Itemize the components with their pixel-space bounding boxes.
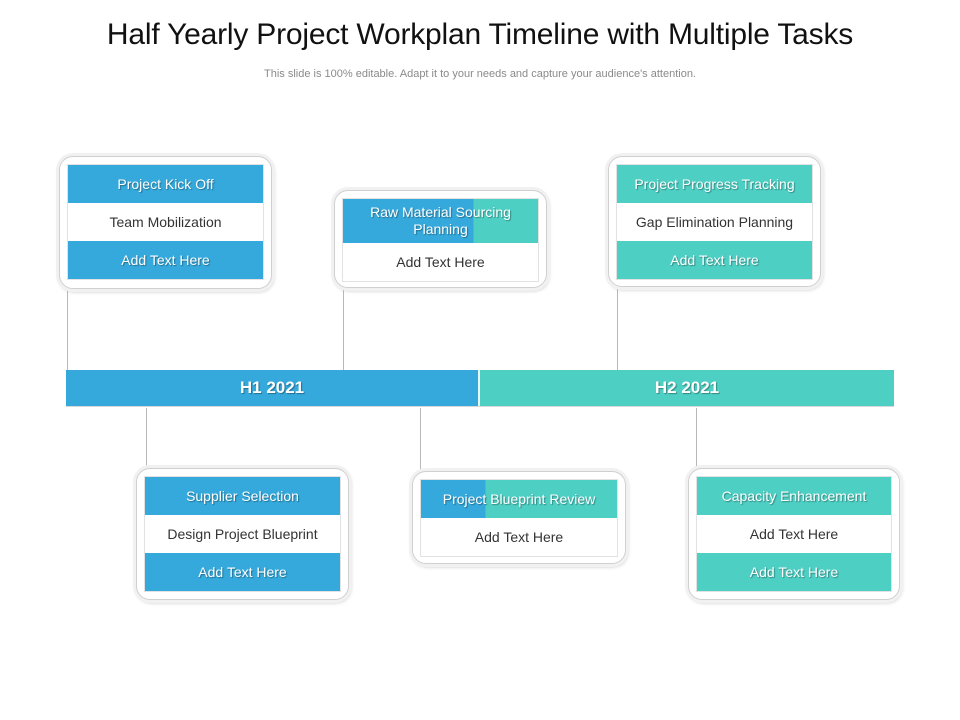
task-card-capacity-enhancement: Capacity Enhancement Add Text Here Add T… (688, 468, 900, 600)
task-header: Project Progress Tracking (617, 165, 812, 203)
connector-line (146, 408, 147, 470)
phase-h2: H2 2021 (480, 370, 894, 406)
task-card-supplier-selection: Supplier Selection Design Project Bluepr… (136, 468, 349, 600)
task-detail: Add Text Here (343, 243, 538, 281)
connector-line (343, 288, 344, 370)
task-header: Capacity Enhancement (697, 477, 891, 515)
task-header: Raw Material Sourcing Planning (343, 199, 538, 243)
task-footer: Add Text Here (697, 553, 891, 591)
task-card-body: Project Kick Off Team Mobilization Add T… (67, 164, 264, 280)
connector-line (67, 288, 68, 370)
task-detail: Add Text Here (421, 518, 617, 556)
task-card-project-kick-off: Project Kick Off Team Mobilization Add T… (59, 156, 272, 289)
slide-title: Half Yearly Project Workplan Timeline wi… (106, 18, 854, 51)
task-detail: Team Mobilization (68, 203, 263, 241)
connector-line (696, 408, 697, 470)
task-footer: Add Text Here (617, 241, 812, 279)
task-card-project-blueprint-review: Project Blueprint Review Add Text Here (412, 471, 626, 564)
task-detail: Add Text Here (697, 515, 891, 553)
task-header: Supplier Selection (145, 477, 340, 515)
task-card-body: Raw Material Sourcing Planning Add Text … (342, 198, 539, 282)
task-card-body: Project Progress Tracking Gap Eliminatio… (616, 164, 813, 280)
timeline-bar: H1 2021 H2 2021 (66, 370, 894, 407)
task-card-body: Supplier Selection Design Project Bluepr… (144, 476, 341, 592)
connector-line (420, 408, 421, 476)
task-header: Project Kick Off (68, 165, 263, 203)
phase-h1: H1 2021 (66, 370, 480, 406)
connector-line (617, 288, 618, 370)
task-card-raw-material-sourcing: Raw Material Sourcing Planning Add Text … (334, 190, 547, 288)
task-card-project-progress-tracking: Project Progress Tracking Gap Eliminatio… (608, 156, 821, 287)
task-detail: Design Project Blueprint (145, 515, 340, 553)
task-detail: Gap Elimination Planning (617, 203, 812, 241)
slide-subtitle: This slide is 100% editable. Adapt it to… (264, 68, 696, 80)
task-footer: Add Text Here (145, 553, 340, 591)
task-card-body: Project Blueprint Review Add Text Here (420, 479, 618, 557)
task-header: Project Blueprint Review (421, 480, 617, 518)
task-footer: Add Text Here (68, 241, 263, 279)
task-card-body: Capacity Enhancement Add Text Here Add T… (696, 476, 892, 592)
